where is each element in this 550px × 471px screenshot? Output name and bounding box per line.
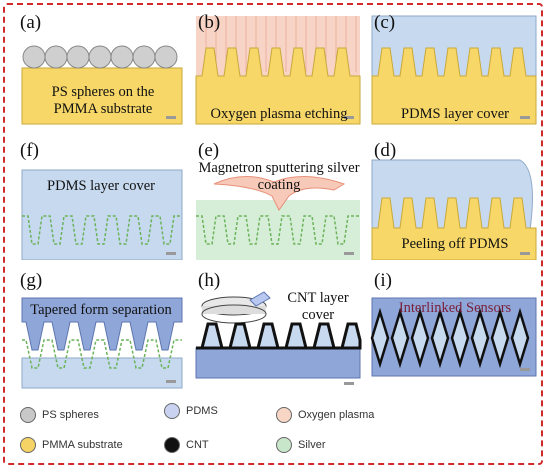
panel-f: (f) PDMS layer cover: [16, 140, 186, 260]
panel-e: (e) Magnetron sputtering silver coating: [194, 140, 364, 260]
legend-label: Silver: [298, 439, 326, 451]
panel-label-f: (f): [20, 140, 39, 161]
panel-d: (d) Peeling off PDMS: [370, 140, 540, 260]
panel-label-b: (b): [198, 12, 221, 33]
caption-f: PDMS layer cover: [47, 178, 155, 194]
legend-label: PS spheres: [42, 409, 99, 421]
panel-label-g: (g): [20, 270, 43, 291]
legend-item-silver: Silver: [276, 437, 326, 453]
panel-h: (h) CNT layer cover: [194, 270, 364, 390]
panel-i: (i) Interlinked Sensors: [370, 270, 540, 390]
legend-label: PDMS: [186, 405, 218, 417]
caption-a: PS spheres on the PMMA substrate: [51, 84, 155, 117]
legend-item-ps-spheres: PS spheres: [20, 407, 99, 423]
caption-d: Peeling off PDMS: [401, 236, 509, 252]
caption-h: CNT layer cover: [287, 290, 349, 323]
legend-item-pdms: PDMS: [164, 403, 218, 419]
legend-label: PMMA substrate: [42, 439, 123, 451]
panel-label-e: (e): [198, 140, 220, 161]
panel-label-c: (c): [374, 12, 396, 33]
panel-label-i: (i): [374, 270, 392, 291]
panel-label-d: (d): [374, 140, 397, 161]
cnt-swatch-icon: [164, 437, 180, 453]
panel-g: (g) Tapered form separation: [16, 270, 186, 390]
pmma-swatch-icon: [20, 437, 36, 453]
caption-g: Tapered form separation: [30, 302, 172, 318]
oxygen-plasma-swatch-icon: [276, 407, 292, 423]
caption-c: PDMS layer cover: [401, 106, 509, 122]
silver-swatch-icon: [276, 437, 292, 453]
caption-i: Interlinked Sensors: [398, 300, 512, 316]
legend-label: CNT: [186, 439, 209, 451]
panel-c: (c) PDMS layer cover: [370, 12, 540, 132]
panel-b: (b) Oxygen plasma etching: [194, 12, 364, 132]
legend-item-cnt: CNT: [164, 437, 209, 453]
pdms-swatch-icon: [164, 403, 180, 419]
legend-item-oxygen-plasma: Oxygen plasma: [276, 407, 374, 423]
legend: PS spheres PDMS Oxygen plasma PMMA subst…: [14, 401, 534, 461]
panel-label-h: (h): [198, 270, 221, 291]
legend-item-pmma-substrate: PMMA substrate: [20, 437, 123, 453]
caption-e: Magnetron sputtering silver coating: [198, 160, 360, 193]
ps-sphere-swatch-icon: [20, 407, 36, 423]
panel-a: (a) PS spheres on the PMMA substrate: [16, 12, 186, 132]
legend-label: Oxygen plasma: [298, 409, 375, 421]
figure-frame: [3, 3, 543, 465]
caption-b: Oxygen plasma etching: [210, 106, 348, 122]
panel-label-a: (a): [20, 12, 42, 33]
